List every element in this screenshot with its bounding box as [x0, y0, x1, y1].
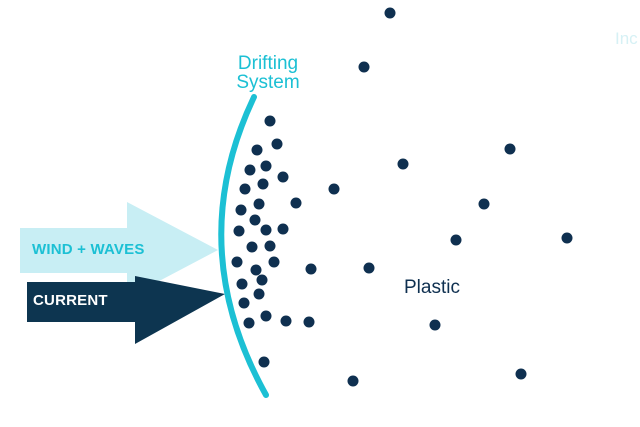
plastic-particle — [347, 375, 359, 387]
scattered-plastic — [305, 7, 573, 387]
plastic-particle — [233, 225, 245, 237]
plastic-particle — [305, 263, 317, 275]
plastic-particle — [249, 214, 261, 226]
plastic-particle — [303, 316, 315, 328]
plastic-particle — [243, 317, 255, 329]
plastic-particle — [561, 232, 573, 244]
plastic-particle — [271, 138, 283, 150]
drifting-system-barrier — [218, 94, 269, 398]
plastic-particle — [253, 198, 265, 210]
plastic-particle — [231, 256, 243, 268]
current-label: CURRENT — [33, 292, 108, 309]
plastic-particle — [268, 256, 280, 268]
drifting-system-label-line2: System — [236, 72, 300, 93]
corner-watermark-text: Inc — [615, 29, 638, 48]
plastic-particle — [246, 241, 258, 253]
plastic-particle — [515, 368, 527, 380]
plastic-particle — [238, 297, 250, 309]
plastic-particle — [450, 234, 462, 246]
plastic-particle — [250, 264, 262, 276]
current-arrow — [27, 276, 225, 344]
plastic-particle — [258, 356, 270, 368]
plastic-particle — [244, 164, 256, 176]
plastic-particle — [264, 115, 276, 127]
plastic-particle — [384, 7, 396, 19]
plastic-particle — [397, 158, 409, 170]
drifting-system-label-line1: Drifting — [237, 53, 299, 74]
plastic-particle — [235, 204, 247, 216]
plastic-particle — [504, 143, 516, 155]
plastic-particle — [358, 61, 370, 73]
plastic-particle — [260, 224, 272, 236]
plastic-particle — [260, 160, 272, 172]
wind-waves-arrow — [20, 202, 218, 298]
plastic-particle — [280, 315, 292, 327]
drifting-system-label: Drifting System — [220, 54, 316, 92]
plastic-particle — [429, 319, 441, 331]
concentrated-plastic — [231, 115, 315, 368]
plastic-label: Plastic — [404, 277, 460, 298]
plastic-particle — [257, 178, 269, 190]
plastic-particle — [290, 197, 302, 209]
plastic-particle — [363, 262, 375, 274]
plastic-particle — [251, 144, 263, 156]
plastic-particle — [260, 310, 272, 322]
plastic-particle — [253, 288, 265, 300]
plastic-particle — [236, 278, 248, 290]
plastic-particle — [328, 183, 340, 195]
plastic-particle — [239, 183, 251, 195]
plastic-particle — [277, 171, 289, 183]
plastic-particle — [478, 198, 490, 210]
plastic-particle — [256, 274, 268, 286]
plastic-particle — [277, 223, 289, 235]
plastic-particle — [264, 240, 276, 252]
wind-waves-label: WIND + WAVES — [32, 241, 145, 258]
